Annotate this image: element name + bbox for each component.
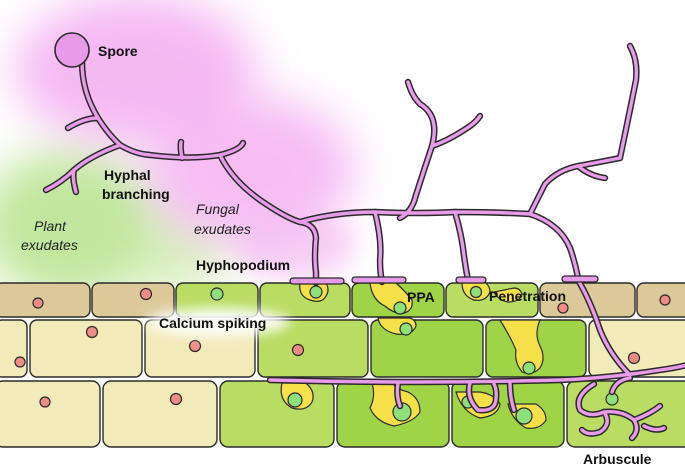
hyphopodium-pad [455,276,487,284]
nucleus [188,339,202,353]
hyphopodium-pad [351,276,407,284]
label-hyphal-branching-line1: Hyphal [104,167,151,183]
hyphae-fill [44,44,685,440]
ppa-shape [493,287,523,303]
cell [588,319,685,378]
cell [0,319,28,378]
nucleus [85,325,99,339]
nucleus [515,407,533,425]
hyphopodium-pad [289,277,345,285]
cell [219,380,335,448]
nucleus [169,392,183,406]
cell [0,380,101,448]
nucleus [210,287,224,301]
fungal-exudate-glow-3 [235,210,355,280]
exudate-glows [0,0,355,300]
nucleus [557,302,569,314]
spore-circle [54,32,90,68]
cell [29,319,143,378]
nucleus [291,343,305,357]
label-ppa: PPA [407,289,435,305]
calcium-spiking-glow [146,308,290,336]
nucleus [469,285,483,299]
label-spore: Spore [98,43,138,59]
label-fungal-exudates-line1: Fungal [196,201,240,217]
label-penetration: Penetration [489,288,566,304]
nucleus [659,294,671,306]
nucleus [14,356,26,368]
nucleus [287,392,303,408]
labels: Spore Hyphal branching Plant exudates Fu… [21,43,652,467]
nucleus [32,297,44,309]
label-fungal-exudates-line2: exudates [194,221,251,237]
plant-exudate-glow [0,150,160,300]
label-hyphopodium: Hyphopodium [196,257,290,273]
nucleus [393,301,407,315]
nucleus [399,322,413,336]
cell [91,282,175,318]
nucleus [309,285,323,299]
root-cells [0,282,685,448]
hyphopodium-pad [561,275,599,283]
cell [257,319,369,378]
label-calcium-spiking: Calcium spiking [159,315,266,331]
nucleus [522,361,536,375]
fungal-hyphae [42,32,685,442]
cell [0,282,91,318]
nucleus [627,351,641,365]
nucleus [39,396,51,408]
fungal-exudate-glow-2 [145,95,355,245]
label-plant-exudates-line1: Plant [34,218,67,234]
cell [102,380,218,448]
label-arbuscule: Arbuscule [583,451,652,467]
label-hyphal-branching-line2: branching [102,186,170,202]
nucleus [139,287,153,301]
label-plant-exudates-line2: exudates [21,237,78,253]
hyphopodia [289,275,599,285]
